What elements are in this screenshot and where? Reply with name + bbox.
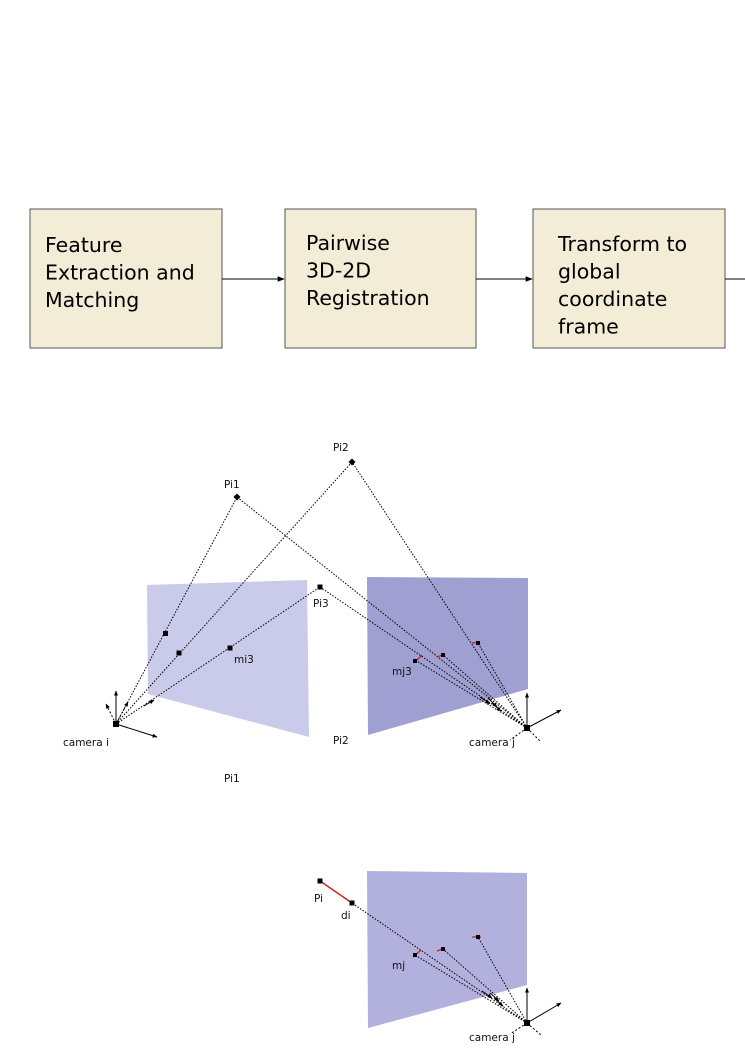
step-box-pairwise-registration <box>284 208 477 349</box>
ray-cj-m2 <box>442 654 528 729</box>
label-pi1: Pi1 <box>224 479 240 491</box>
camera-j-axis-down <box>526 727 542 743</box>
point-mi1 <box>163 631 168 636</box>
ray-arrow-3 <box>491 702 502 712</box>
step-2-line-2: 3D-2D <box>306 259 371 283</box>
point-mi3 <box>227 645 233 651</box>
point-mj-2 <box>441 653 445 657</box>
step-box-transform-global <box>532 208 726 349</box>
flowchart: Feature Extraction and Matching Pairwise… <box>29 208 745 349</box>
error-distance-line <box>319 880 353 904</box>
ray-arrow-1 <box>479 696 491 705</box>
camera-jb-axis-down <box>526 1022 542 1036</box>
step-label-pairwise-registration: Pairwise 3D-2D Registration <box>306 231 430 310</box>
ray-b-arrow-1 <box>481 990 493 999</box>
step-3-line-3: coordinate <box>558 287 667 311</box>
projection-rays-bottom <box>351 902 528 1024</box>
camera-j-axes <box>509 692 562 743</box>
camera-jb-axis-right <box>526 1002 562 1024</box>
camera-j-axis-left <box>509 727 528 741</box>
point-mj-1 <box>413 659 417 663</box>
image-plane-camera-i <box>147 580 309 737</box>
ray-ci-pi3 <box>115 586 321 725</box>
reprojection-diagram: Pi di mj camera j <box>314 871 562 1044</box>
image-plane-camera-j-bottom <box>367 871 527 1028</box>
label-di: di <box>341 910 351 922</box>
camera-i-axis-right <box>115 701 129 725</box>
camera-j-axes-bottom <box>509 987 562 1036</box>
step-3-line-4: frame <box>558 315 619 339</box>
label-mj3: mj3 <box>392 666 412 678</box>
ray-b-di <box>351 902 528 1024</box>
step-2-line-3: Registration <box>306 286 430 310</box>
projection-rays <box>115 461 528 729</box>
ray-b-m3 <box>477 936 528 1024</box>
ray-cj-m3 <box>477 642 528 729</box>
point-pi <box>317 878 323 884</box>
step-2-line-1: Pairwise <box>306 231 390 255</box>
label-pi3: Pi3 <box>313 598 329 610</box>
label-mj: mj <box>392 960 405 972</box>
point-mj-b3 <box>476 935 480 939</box>
label-camera-i: camera i <box>63 737 109 749</box>
ray-ci-pi1 <box>115 496 238 725</box>
point-pi3 <box>317 584 323 590</box>
label-pi2-bottom: Pi2 <box>333 735 349 747</box>
step-1-line-3: Matching <box>45 288 139 312</box>
point-mj-b2 <box>441 947 445 951</box>
camera-j-axis-right <box>526 709 562 729</box>
step-box-feature-extraction <box>29 208 223 349</box>
point-mj-3 <box>476 641 480 645</box>
ray-b-arrow-3 <box>493 997 504 1007</box>
label-camera-j-bottom: camera j <box>469 1032 515 1044</box>
two-view-diagram: Pi2 Pi1 Pi3 mi3 mj3 camera i camera j Pi… <box>63 442 562 785</box>
point-di <box>349 900 355 906</box>
label-pi: Pi <box>314 893 323 905</box>
camera-jb-axis-left <box>509 1022 528 1035</box>
camera-i-axis-out <box>115 723 158 738</box>
step-3-line-2: global <box>558 260 621 284</box>
point-mi2 <box>176 650 182 656</box>
step-3-line-1: Transform to <box>557 232 687 256</box>
image-plane-camera-j <box>367 577 528 735</box>
point-pi1 <box>233 493 241 501</box>
label-mi3: mi3 <box>234 654 254 666</box>
ray-cj-pi2 <box>351 461 528 729</box>
label-pi2: Pi2 <box>333 442 349 454</box>
label-pi1-bottom: Pi1 <box>224 773 240 785</box>
point-mj-b1 <box>413 953 417 957</box>
ray-b-m1 <box>414 954 528 1024</box>
label-camera-j: camera j <box>469 737 515 749</box>
ray-b-arrow-2 <box>489 992 500 1002</box>
step-1-line-2: Extraction and <box>45 261 195 285</box>
point-pi2 <box>348 458 356 466</box>
step-1-line-1: Feature <box>45 233 122 257</box>
step-label-transform-global: Transform to global coordinate frame <box>557 232 694 339</box>
ray-arrow-ci <box>143 699 155 707</box>
ray-cj-m1 <box>414 659 528 729</box>
ray-b-m2 <box>442 948 528 1024</box>
camera-i-axes <box>105 690 158 738</box>
step-label-feature-extraction: Feature Extraction and Matching <box>45 233 201 312</box>
